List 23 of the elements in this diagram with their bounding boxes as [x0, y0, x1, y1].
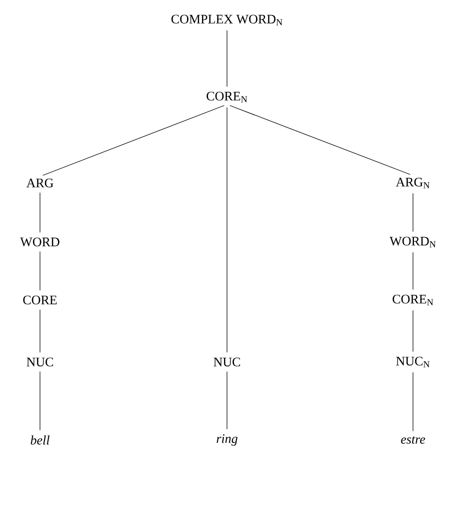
node-label: COMPLEX WORD$_{N}$ [171, 14, 282, 26]
tree-line [412, 252, 414, 290]
word-label: estre [401, 436, 426, 444]
node-label: CORE$_{N}$ [206, 92, 248, 102]
tree-line [42, 105, 224, 176]
tree-line [412, 310, 414, 352]
tree-line [226, 107, 228, 353]
word-label: bell [30, 435, 50, 445]
node-label: ARG$_{N}$ [396, 178, 430, 188]
tree-line [230, 105, 410, 175]
node-label: ARG [26, 178, 54, 188]
tree-line [412, 193, 414, 232]
word-label: ring [216, 434, 238, 446]
node-label: WORD [20, 238, 60, 246]
node-label: NUC [26, 358, 53, 366]
node-label: CORE [23, 296, 57, 304]
tree-line [226, 30, 228, 87]
node-label: WORD$_{N}$ [390, 236, 436, 248]
node-label: NUC [214, 358, 240, 366]
node-label: NUC$_{N}$ [396, 356, 430, 368]
node-label: CORE$_{N}$ [392, 294, 434, 306]
tree-line [412, 372, 414, 432]
tree-line [226, 371, 228, 430]
